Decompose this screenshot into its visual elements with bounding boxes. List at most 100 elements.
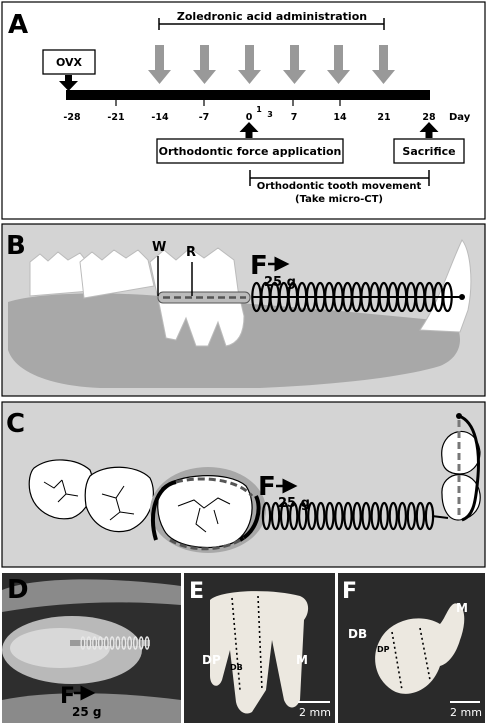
sacrifice-box — [393, 138, 465, 164]
spring-coil — [289, 501, 299, 531]
force-application-label: Orthodontic force application — [159, 145, 342, 158]
lower-incisor — [441, 473, 481, 521]
db-label: DB — [230, 663, 243, 672]
force-application-box — [156, 138, 344, 164]
gray-arrow-day-14 — [327, 45, 350, 84]
spring-coil — [370, 501, 380, 531]
force-value: 25 g — [278, 496, 310, 511]
day-label: Day — [449, 112, 471, 123]
scale-label: 2 mm — [299, 706, 331, 719]
dp-label: DP — [377, 645, 390, 654]
spring-coil — [388, 501, 398, 531]
panel-b-letter: B — [6, 231, 26, 261]
spring-coil — [109, 636, 115, 650]
tick-label: 14 — [333, 112, 347, 123]
tick-label: 3 — [267, 110, 273, 119]
coil-spring-photo — [80, 636, 150, 650]
gray-arrow-day-minus14 — [148, 45, 171, 84]
timeline-ticks: -28 -21 -14 -7 0 1 3 7 14 21 28 — [63, 100, 436, 123]
sacrifice-label: Sacrifice — [402, 145, 455, 158]
tick-label: 7 — [291, 112, 298, 123]
db-label: DB — [348, 627, 367, 641]
spring-coil — [270, 501, 281, 531]
panel-a-letter: A — [8, 10, 28, 40]
spring-coil — [138, 636, 144, 650]
zoledronic-label: Zoledronic acid administration — [177, 10, 367, 23]
panel-f: F DB DP M 2 mm — [338, 573, 485, 723]
spring-coil — [307, 501, 317, 531]
panel-b: B W R F 25 g — [1, 223, 486, 397]
spring-coil — [316, 501, 326, 531]
ovx-arrow — [59, 75, 78, 91]
tick-label: 1 — [256, 105, 262, 114]
tick-label: -7 — [199, 112, 210, 123]
tick-label: 21 — [377, 112, 390, 123]
spring-coil — [115, 636, 121, 650]
spring-coil — [97, 636, 103, 650]
tick-label: -14 — [151, 112, 169, 123]
micro-ct-label: (Take micro-CT) — [295, 194, 383, 205]
spring-coil — [406, 501, 417, 531]
third-molar — [29, 251, 91, 297]
force-f-label: F — [258, 472, 276, 502]
m-label: M — [296, 653, 308, 667]
spring-coil — [343, 501, 353, 531]
force-value: 25 g — [264, 275, 296, 290]
spring-coil — [132, 636, 138, 650]
timeline-bar — [66, 90, 430, 100]
spring-coil — [279, 501, 290, 531]
second-molar — [79, 249, 155, 299]
spring-coil — [415, 501, 426, 531]
gray-arrow-day-0 — [238, 45, 261, 84]
spring-coil — [144, 636, 150, 650]
ovx-box — [42, 49, 96, 75]
panel-a: A Zoledronic acid administration OVX Day — [1, 1, 486, 220]
spring-coil — [325, 501, 335, 531]
panel-e: E DP DB M 2 mm — [184, 573, 335, 723]
force-start-arrow — [239, 122, 259, 138]
tick-label: 0 — [246, 112, 253, 123]
spring-coil — [334, 501, 344, 531]
m-label: M — [456, 601, 468, 615]
spring-coil — [92, 636, 98, 650]
panel-e-letter: E — [189, 579, 204, 604]
spring-coil — [352, 501, 362, 531]
second-molar-occlusal — [84, 466, 154, 533]
tooth-specimen-f — [375, 603, 465, 694]
gray-arrow-day-7 — [283, 45, 306, 84]
panel-f-letter: F — [342, 579, 357, 604]
resin-label: R — [186, 245, 196, 260]
movement-label: Orthodontic tooth movement — [257, 181, 422, 192]
spring-coil — [379, 501, 389, 531]
first-molar-occlusal — [157, 475, 253, 549]
scale-label: 2 mm — [450, 706, 482, 719]
zoledronic-arrows — [148, 45, 395, 84]
spring-coil — [261, 501, 272, 531]
tick-label: -21 — [107, 112, 124, 123]
tooth-specimen-e — [210, 591, 309, 714]
force-value: 25 g — [72, 705, 101, 719]
spring-coil — [80, 636, 86, 650]
force-f-label: F — [60, 684, 75, 709]
spring-coil — [127, 636, 133, 650]
panel-c-letter: C — [6, 409, 25, 439]
spring-coil — [361, 501, 371, 531]
spring-coil — [298, 501, 308, 531]
dp-label: DP — [202, 653, 221, 667]
spring-coil — [103, 636, 109, 650]
tick-label: 28 — [422, 112, 436, 123]
force-f-label: F — [250, 251, 268, 281]
panel-a-frame — [1, 1, 486, 220]
tick-label: -28 — [63, 112, 81, 123]
third-molar-occlusal — [28, 459, 94, 520]
panel-d-letter: D — [7, 575, 29, 605]
ligature-wire — [157, 291, 251, 304]
spring-coil — [86, 636, 92, 650]
spring-coil — [121, 636, 127, 650]
gray-arrow-day-minus7 — [193, 45, 216, 84]
spring-coil — [397, 501, 407, 531]
gray-arrow-day-21 — [372, 45, 395, 84]
panel-c: C F 25 g — [1, 401, 486, 568]
panel-d: D F 25 g — [2, 573, 181, 723]
